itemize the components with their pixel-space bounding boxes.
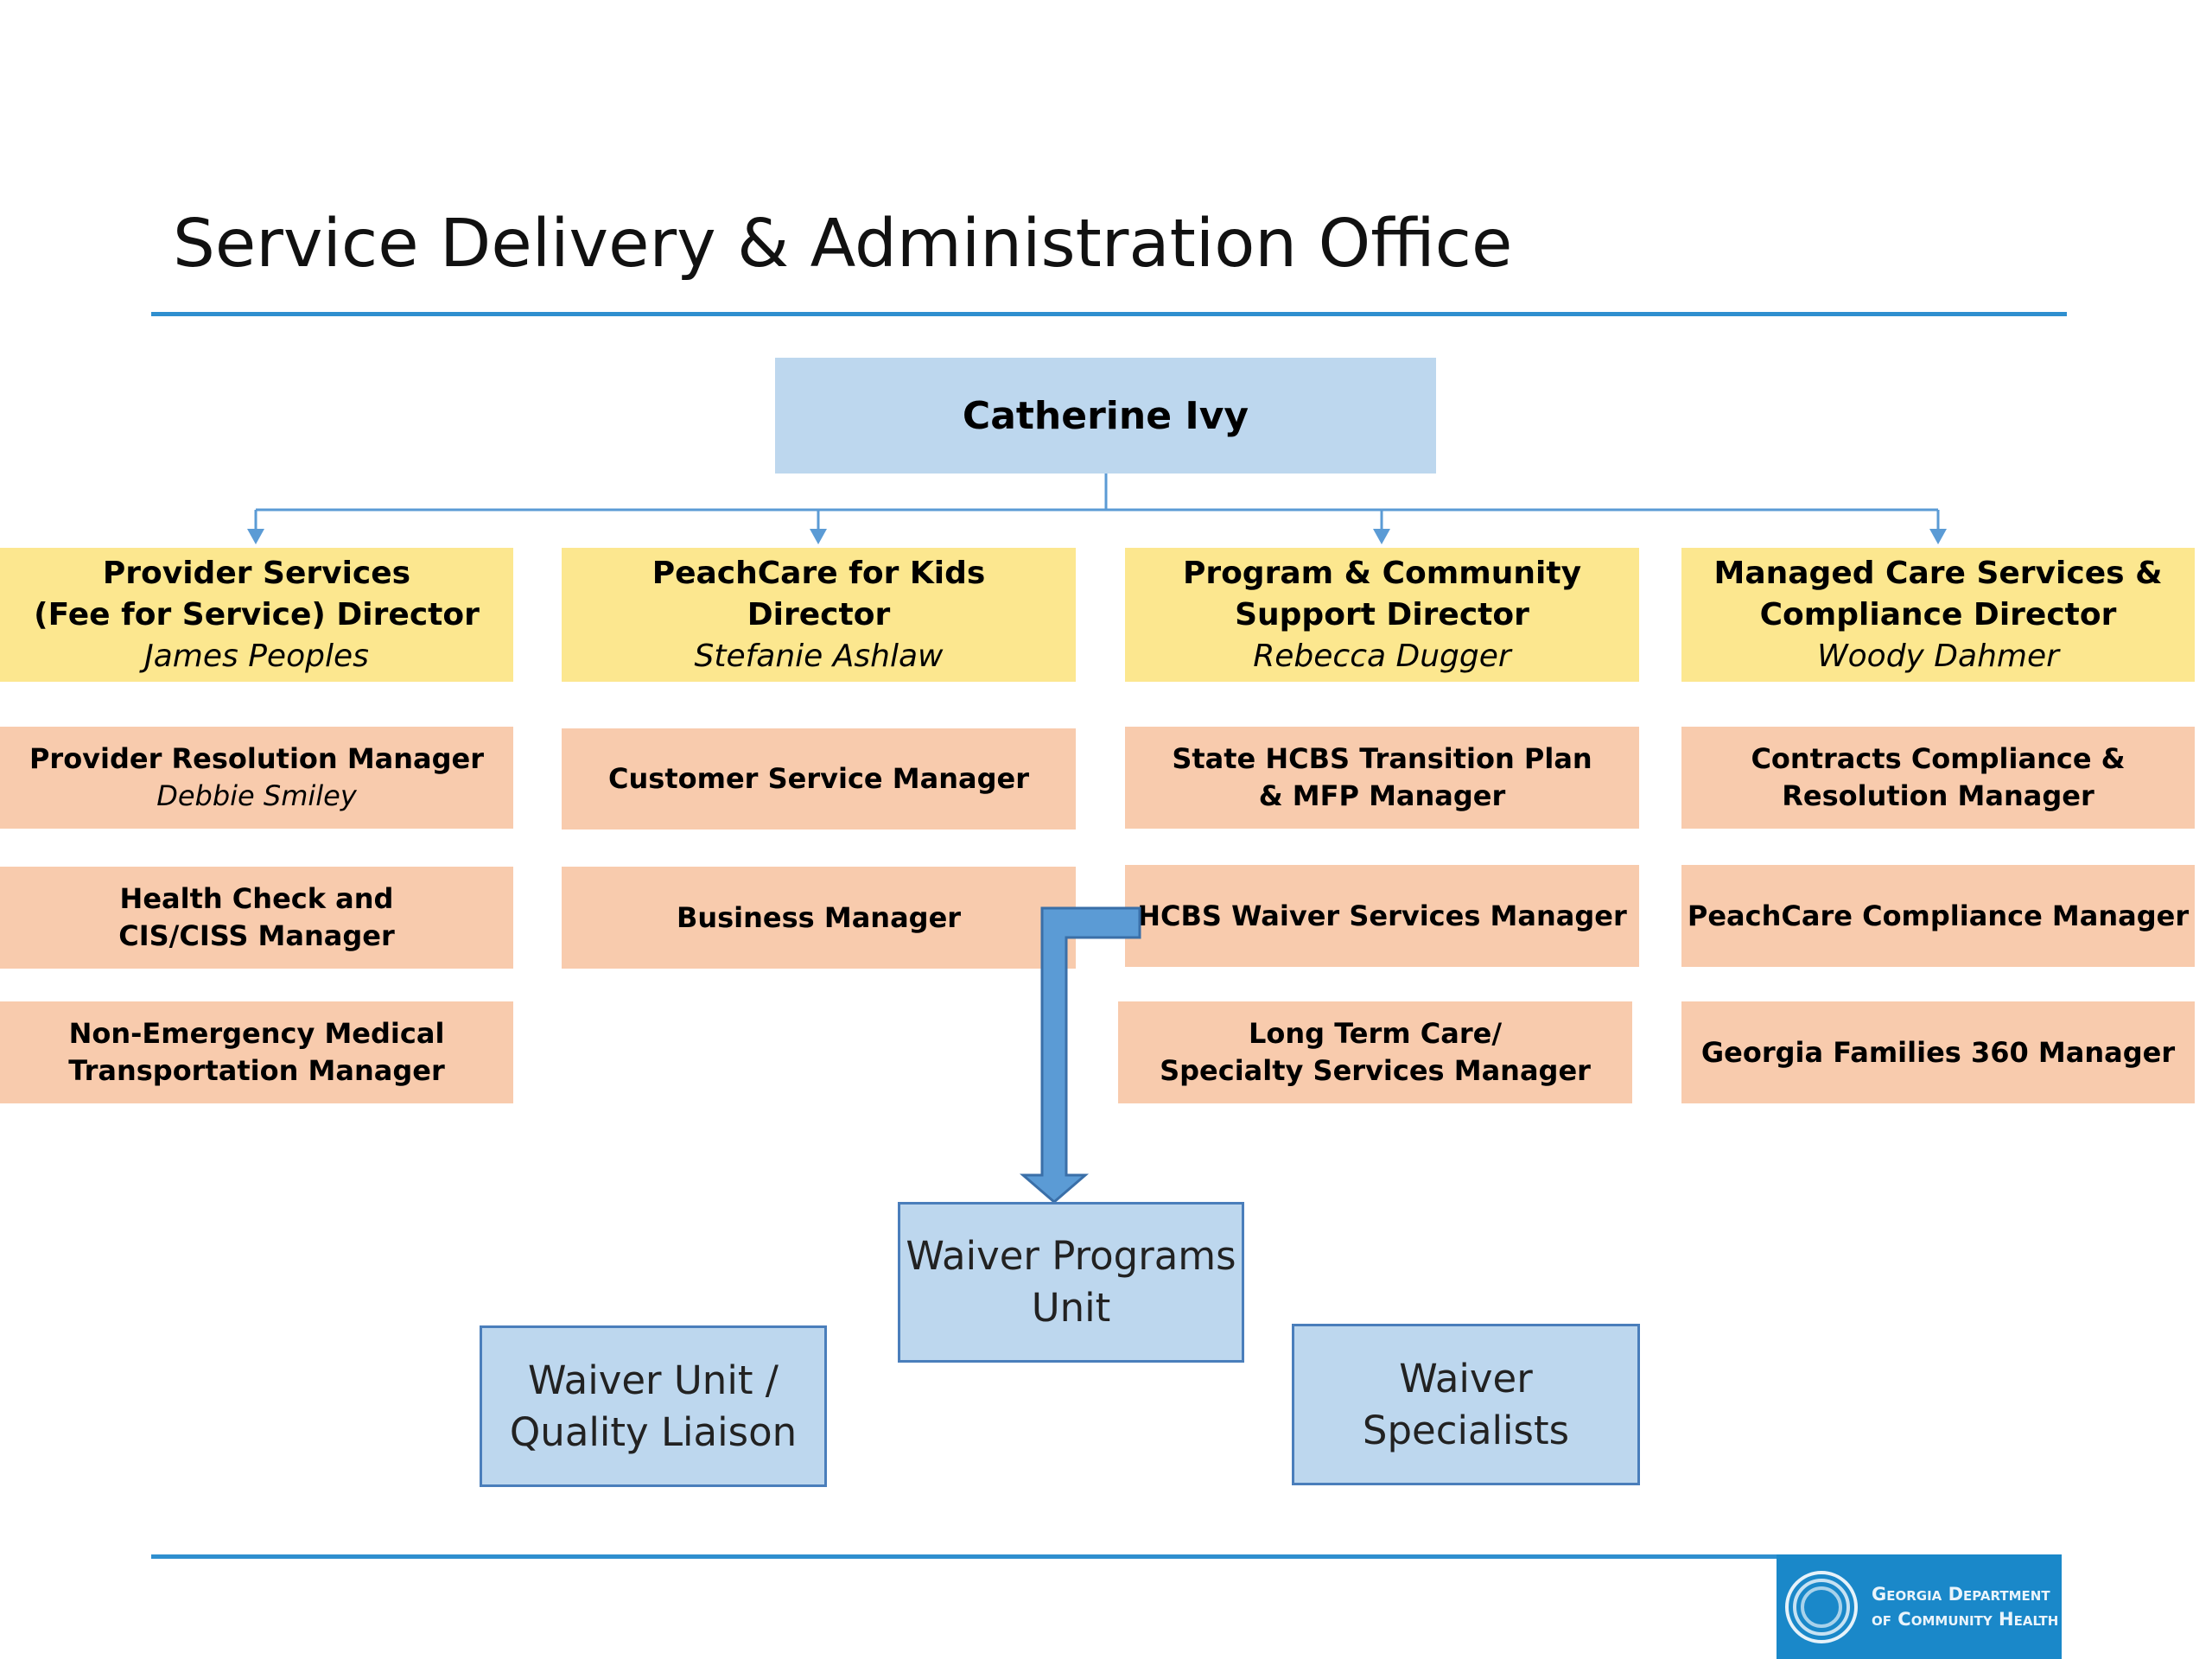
manager-title: Contracts Compliance & Resolution Manage… [1751, 742, 2126, 812]
page-title: Service Delivery & Administration Office [173, 206, 1513, 283]
manager-title: State HCBS Transition Plan & MFP Manager [1172, 742, 1592, 812]
manager-box-state-hcbs-transition: State HCBS Transition Plan & MFP Manager [1125, 727, 1639, 829]
director-box-program-community-support: Program & Community Support Director Reb… [1125, 548, 1639, 682]
director-title: PeachCare for Kids Director [652, 555, 986, 632]
manager-title: HCBS Waiver Services Manager [1137, 899, 1627, 932]
waiver-programs-unit-label: Waiver Programs Unit [906, 1233, 1236, 1331]
manager-box-hcbs-waiver-services: HCBS Waiver Services Manager [1125, 865, 1639, 967]
agency-logo: Georgia Department of Community Health [1777, 1554, 2062, 1659]
director-name: Rebecca Dugger [1253, 638, 1511, 674]
director-title: Program & Community Support Director [1182, 555, 1582, 632]
arrow-to-column-4 [1929, 510, 1947, 544]
arrow-to-column-1 [247, 510, 264, 544]
arrow-to-column-3 [1373, 510, 1390, 544]
waiver-quality-liaison-box: Waiver Unit / Quality Liaison [480, 1325, 827, 1487]
waiver-quality-liaison-label: Waiver Unit / Quality Liaison [509, 1357, 798, 1455]
manager-title: PeachCare Compliance Manager [1687, 899, 2190, 932]
manager-title: Long Term Care/ Specialty Services Manag… [1160, 1017, 1591, 1087]
director-name: Stefanie Ashlaw [694, 638, 944, 674]
director-name: James Peoples [144, 638, 369, 674]
logo-rings-icon [1785, 1570, 1858, 1643]
director-name: Woody Dahmer [1817, 638, 2059, 674]
waiver-programs-unit-box: Waiver Programs Unit [898, 1202, 1244, 1363]
top-box-catherine-ivy: Catherine Ivy [775, 358, 1436, 474]
manager-box-nemt: Non-Emergency Medical Transportation Man… [0, 1001, 513, 1103]
logo-text: Georgia Department of Community Health [1872, 1583, 2059, 1630]
manager-title: Health Check and CIS/CISS Manager [118, 882, 395, 952]
footer-divider [151, 1554, 1777, 1559]
director-title: Provider Services (Fee for Service) Dire… [34, 555, 480, 632]
arrow-to-column-2 [810, 510, 827, 544]
waiver-specialists-box: Waiver Specialists [1292, 1324, 1640, 1485]
manager-title: Customer Service Manager [608, 762, 1029, 795]
waiver-specialists-label: Waiver Specialists [1362, 1355, 1570, 1453]
director-box-peachcare-for-kids: PeachCare for Kids Director Stefanie Ash… [562, 548, 1076, 682]
manager-box-customer-service: Customer Service Manager [562, 728, 1076, 830]
manager-name: Debbie Smiley [156, 779, 357, 812]
manager-box-long-term-care: Long Term Care/ Specialty Services Manag… [1118, 1001, 1632, 1103]
manager-title: Business Manager [676, 900, 962, 934]
manager-box-contracts-compliance: Contracts Compliance & Resolution Manage… [1681, 727, 2195, 829]
manager-box-provider-resolution: Provider Resolution Manager Debbie Smile… [0, 727, 513, 829]
top-box-name: Catherine Ivy [962, 393, 1249, 438]
director-box-provider-services: Provider Services (Fee for Service) Dire… [0, 548, 513, 682]
manager-box-health-check: Health Check and CIS/CISS Manager [0, 867, 513, 969]
director-box-managed-care: Managed Care Services & Compliance Direc… [1681, 548, 2195, 682]
title-divider [151, 312, 2067, 316]
manager-title: Georgia Families 360 Manager [1700, 1035, 2176, 1069]
manager-box-georgia-families-360: Georgia Families 360 Manager [1681, 1001, 2195, 1103]
manager-box-business: Business Manager [562, 867, 1076, 969]
manager-title: Non-Emergency Medical Transportation Man… [68, 1017, 445, 1087]
director-title: Managed Care Services & Compliance Direc… [1713, 555, 2163, 632]
manager-title: Provider Resolution Manager [29, 742, 485, 775]
manager-box-peachcare-compliance: PeachCare Compliance Manager [1681, 865, 2195, 967]
